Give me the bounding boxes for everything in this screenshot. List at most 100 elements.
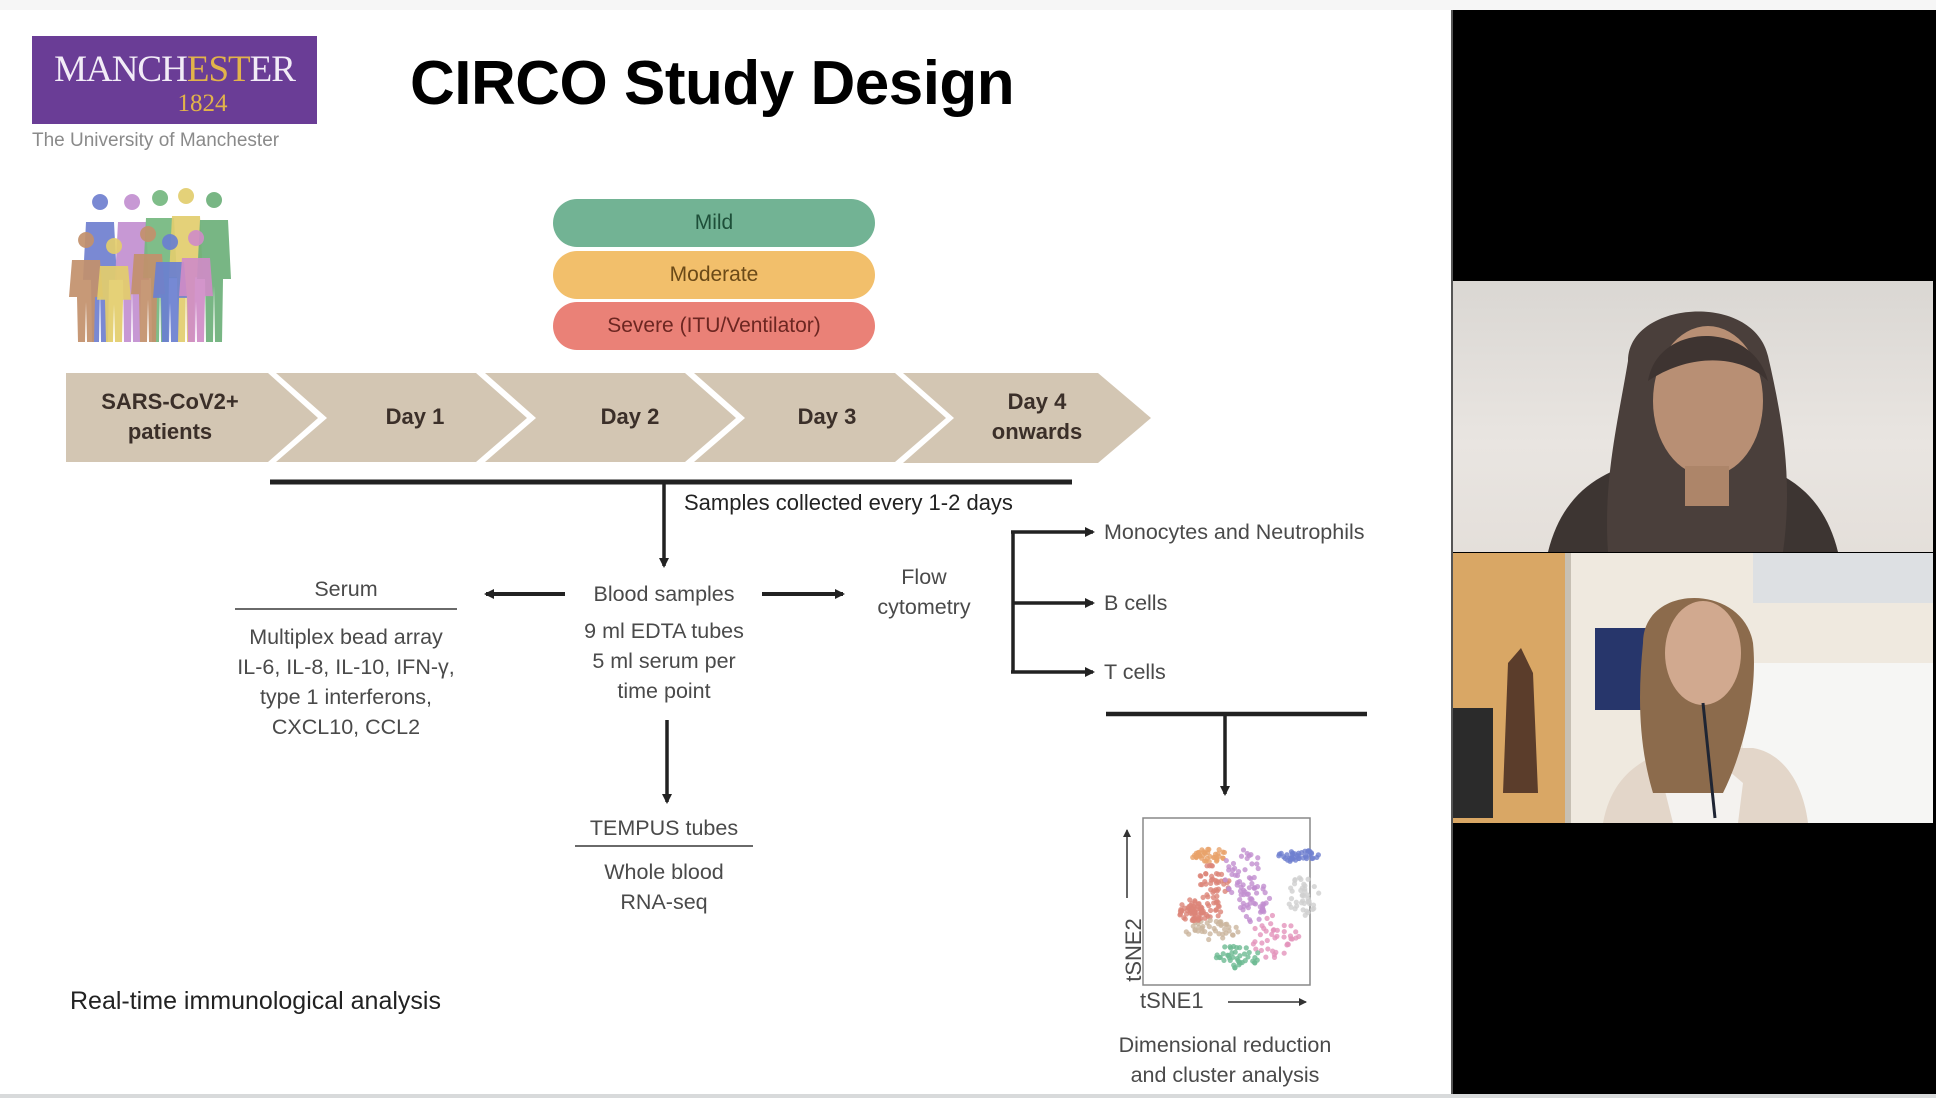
flow-cytometry-heading: Flow cytometry bbox=[872, 562, 976, 622]
tsne-point bbox=[1227, 944, 1233, 950]
tsne-point bbox=[1289, 851, 1295, 857]
participant-video-1[interactable] bbox=[1453, 281, 1933, 552]
tsne-point bbox=[1199, 882, 1205, 888]
tsne-point bbox=[1232, 965, 1238, 971]
sampling-note: Samples collected every 1-2 days bbox=[684, 490, 1013, 515]
tsne-point bbox=[1203, 911, 1209, 918]
tsne-point bbox=[1301, 900, 1307, 907]
tsne-point bbox=[1264, 915, 1270, 921]
tsne-point bbox=[1237, 896, 1243, 903]
severity-pill-mild: Mild bbox=[553, 199, 875, 247]
tsne-point bbox=[1241, 951, 1248, 957]
tsne-point bbox=[1255, 855, 1261, 861]
tsne-point bbox=[1235, 958, 1241, 964]
timeline-step-4: Day 4 onwards bbox=[952, 387, 1122, 447]
tsne-point bbox=[1302, 888, 1308, 894]
tsne-point bbox=[1195, 928, 1201, 934]
tsne-point bbox=[1208, 880, 1214, 886]
tsne-point bbox=[1254, 861, 1260, 867]
tsne-point bbox=[1217, 954, 1223, 961]
tsne-caption: Dimensional reduction and cluster analys… bbox=[1085, 1030, 1365, 1090]
slide-footer: Real-time immunological analysis bbox=[70, 987, 441, 1015]
tsne-point bbox=[1182, 916, 1188, 922]
tsne-point bbox=[1200, 908, 1206, 914]
tsne-point bbox=[1263, 954, 1269, 960]
serum-details: Multiplex bead array IL-6, IL-8, IL-10, … bbox=[190, 622, 502, 742]
tsne-point bbox=[1243, 913, 1250, 920]
flow-connectors bbox=[235, 479, 1367, 847]
tsne-point bbox=[1288, 857, 1294, 863]
timeline-step-4-line1: Day 4 bbox=[1007, 389, 1067, 414]
timeline-step-1: Day 1 bbox=[330, 402, 500, 432]
timeline-step-0: SARS-CoV2+ patients bbox=[70, 387, 270, 447]
timeline-step-4-shape bbox=[903, 373, 1151, 463]
blood-detail-0: 9 ml EDTA tubes bbox=[584, 619, 744, 643]
tsne-point bbox=[1259, 940, 1265, 946]
tsne-point bbox=[1261, 909, 1267, 915]
tsne-point bbox=[1220, 951, 1226, 957]
tsne-point bbox=[1229, 871, 1235, 878]
blood-samples-details: 9 ml EDTA tubes 5 ml serum per time poin… bbox=[544, 616, 784, 706]
tsne-point bbox=[1253, 890, 1260, 896]
tsne-point bbox=[1213, 899, 1219, 906]
tsne-point bbox=[1220, 935, 1226, 941]
tsne-point bbox=[1281, 934, 1287, 940]
tsne-point bbox=[1316, 890, 1322, 896]
tsne-point bbox=[1264, 937, 1270, 944]
severity-pill-moderate: Moderate bbox=[553, 251, 875, 299]
tsne-point bbox=[1263, 928, 1269, 934]
participant-video-2[interactable] bbox=[1453, 553, 1933, 823]
person-figure bbox=[197, 192, 231, 342]
tsne-point bbox=[1213, 870, 1220, 877]
timeline-step-4-line2: onwards bbox=[991, 419, 1083, 444]
serum-detail-1: IL-6, IL-8, IL-10, IFN-γ, bbox=[237, 655, 455, 679]
timeline-step-1-line1: Day 1 bbox=[385, 404, 445, 429]
tsne-point bbox=[1294, 903, 1300, 909]
tempus-heading: TEMPUS tubes bbox=[589, 816, 739, 840]
tsne-point bbox=[1216, 879, 1222, 885]
patients-illustration-icon bbox=[69, 188, 231, 342]
tsne-point bbox=[1288, 923, 1294, 929]
tsne-point bbox=[1222, 944, 1228, 950]
tsne-point bbox=[1206, 903, 1212, 909]
tsne-point bbox=[1200, 923, 1206, 930]
tsne-point bbox=[1304, 892, 1311, 898]
tsne-point bbox=[1281, 928, 1287, 935]
blood-detail-1: 5 ml serum per bbox=[592, 649, 736, 673]
tsne-point bbox=[1246, 853, 1252, 859]
person-figure bbox=[97, 238, 131, 342]
tsne-point bbox=[1276, 851, 1283, 857]
tsne-point bbox=[1226, 924, 1232, 930]
tsne-point bbox=[1268, 921, 1274, 927]
timeline-step-2-shape bbox=[485, 373, 736, 462]
tsne-point bbox=[1292, 877, 1298, 883]
tsne-point bbox=[1230, 954, 1236, 960]
tsne-point bbox=[1234, 882, 1240, 888]
tsne-point bbox=[1289, 888, 1295, 894]
tsne-point bbox=[1266, 895, 1273, 902]
serum-detail-0: Multiplex bead array bbox=[249, 625, 443, 649]
tsne-point bbox=[1226, 867, 1232, 873]
person-figure bbox=[179, 230, 213, 342]
tsne-plot bbox=[1123, 817, 1322, 1006]
tsne-point bbox=[1270, 948, 1276, 954]
tsne-point bbox=[1293, 899, 1299, 905]
tempus-details: Whole blood RNA-seq bbox=[564, 857, 764, 917]
blood-samples-heading: Blood samples bbox=[593, 582, 735, 606]
tsne-point bbox=[1310, 906, 1316, 913]
serum-detail-2: type 1 interferons, bbox=[259, 685, 433, 709]
population-monocytes: Monocytes and Neutrophils bbox=[1104, 520, 1365, 544]
tsne-point bbox=[1288, 896, 1295, 902]
tsne-point bbox=[1245, 954, 1251, 960]
tsne-point bbox=[1190, 917, 1196, 923]
tsne-point bbox=[1293, 929, 1299, 935]
tsne-point bbox=[1281, 922, 1287, 929]
tsne-point bbox=[1243, 945, 1249, 951]
person-figure bbox=[131, 226, 165, 342]
tempus-detail-1: RNA-seq bbox=[620, 890, 708, 914]
tsne-point bbox=[1286, 901, 1292, 907]
tsne-point bbox=[1220, 849, 1226, 855]
tempus-detail-0: Whole blood bbox=[604, 860, 724, 884]
tsne-point bbox=[1230, 860, 1237, 867]
tsne-point bbox=[1208, 907, 1214, 914]
